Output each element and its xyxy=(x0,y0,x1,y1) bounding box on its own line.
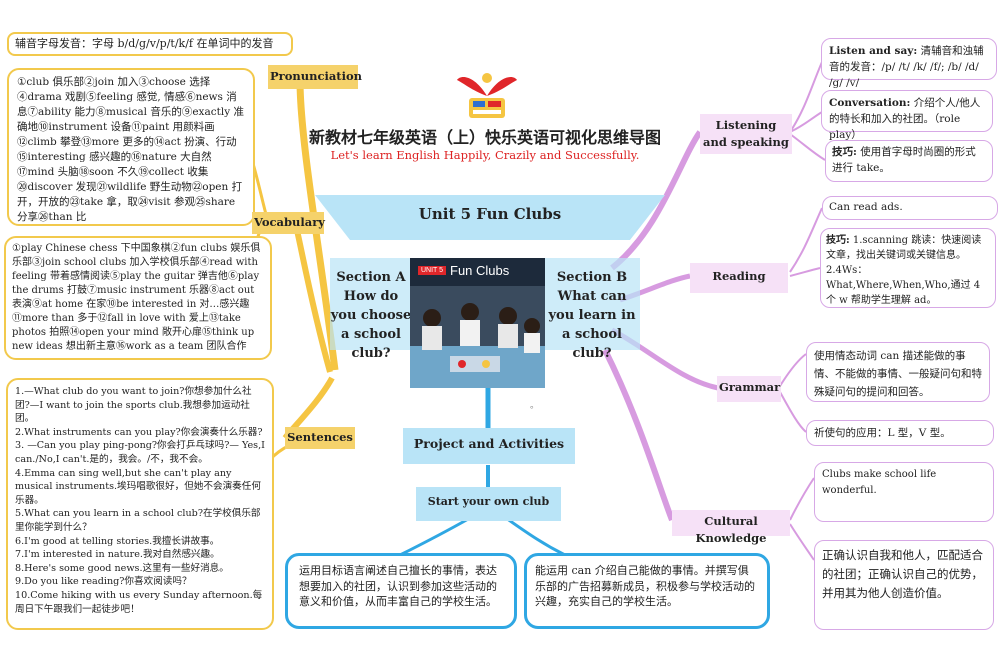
vocab-phrases-box: ①play Chinese chess 下中国象棋②fun clubs 娱乐俱乐… xyxy=(4,236,272,360)
tip1-box: 技巧: 使用首字母时尚圈的形式进行 take。 xyxy=(825,140,993,182)
culture-text-1: Clubs make school life wonderful. xyxy=(822,469,937,496)
sentence-6: 6.I'm good at telling stories.我擅长讲故事。 xyxy=(15,535,220,547)
center-banner-shape xyxy=(315,195,665,240)
branch-ls-sub1 xyxy=(789,61,823,133)
goal-right-text: 能运用 can 介绍自己能做的事情。并撰写俱乐部的广告招募新成员，积极参与学校活… xyxy=(535,564,755,608)
page-subtitle: Let's learn English Happily, Crazily and… xyxy=(300,148,670,164)
consonant-note-text: 辅音字母发音：字母 b/d/g/v/p/t/k/f 在单词中的发音 xyxy=(15,37,274,50)
vocabulary-label: Vocabulary xyxy=(252,212,325,234)
conversation-title: Conversation: xyxy=(829,97,911,109)
sentence-8: 8.Here's some good news.这里有一些好消息。 xyxy=(15,562,229,574)
photo-scene xyxy=(410,286,545,388)
section-b-text: Section B What can you learn in a school… xyxy=(548,270,636,361)
unit-photo: UNIT 5 Fun Clubs xyxy=(410,258,545,388)
goal-left-text: 运用目标语言阐述自己擅长的事情，表达想要加入的社团，认识到参加这些活动的意义和价… xyxy=(299,564,497,608)
sentence-2: 2.What instruments can you play?你会演奏什么乐器… xyxy=(15,426,263,438)
reading-label: Reading xyxy=(690,263,788,293)
branch-ls-sub2 xyxy=(789,111,823,133)
project-label: Project and Activities xyxy=(403,428,575,464)
listening-label-text: Listening and speaking xyxy=(703,118,789,149)
vocab-phrases-text: ①play Chinese chess 下中国象棋②fun clubs 娱乐俱乐… xyxy=(12,243,261,352)
section-a: Section A How do you choose a school clu… xyxy=(330,268,412,361)
page-subtitle-text: Let's learn English Happily, Crazily and… xyxy=(330,148,640,162)
sentence-9: 9.Do you like reading?你喜欢阅读吗？ xyxy=(15,576,192,588)
conversation-box: Conversation: 介绍个人/他人的特长和加入的社团。（role pla… xyxy=(821,90,993,141)
listen-say-title: Listen and say: xyxy=(829,45,918,57)
section-b: Section B What can you learn in a school… xyxy=(546,268,638,361)
branch-ls-sub3 xyxy=(789,133,826,161)
goal-left-box: 运用目标语言阐述自己擅长的事情，表达想要加入的社团，认识到参加这些活动的意义和价… xyxy=(285,553,517,629)
logo-graphic xyxy=(457,73,517,118)
branch-listening xyxy=(610,130,703,271)
grammar-text-2: 祈使句的应用：L 型，V 型。 xyxy=(814,427,951,439)
vocab-words-box: ①club 俱乐部②join 加入③choose 选择④drama 戏剧⑤fee… xyxy=(7,68,255,226)
branch-grammar-sub1 xyxy=(779,353,807,387)
sentence-1: 1.—What club do you want to join?你想参加什么社… xyxy=(15,386,252,425)
sentence-4: 4.Emma can sing well,but she can't play … xyxy=(15,467,261,506)
branch-goal-right xyxy=(505,516,566,557)
pronunciation-label-text: Pronunciation xyxy=(270,69,362,83)
grammar-label-text: Grammar xyxy=(719,380,781,394)
grammar-box-1: 使用情态动词 can 描述能做的事情、不能做的事情、一般疑问句和特殊疑问句的提问… xyxy=(806,342,990,402)
vocab-words-text: ①club 俱乐部②join 加入③choose 选择④drama 戏剧⑤fee… xyxy=(17,76,244,223)
consonant-note: 辅音字母发音：字母 b/d/g/v/p/t/k/f 在单词中的发音 xyxy=(7,32,293,56)
grammar-label: Grammar xyxy=(717,376,781,402)
can-read-box: Can read ads. xyxy=(822,196,998,220)
sentence-5: 5.What can you learn in a school club?在学… xyxy=(15,508,261,533)
sentence-3: 3. —Can you play ping-pong?你会打乒乓球吗?— Yes… xyxy=(15,440,265,465)
grammar-text-1: 使用情态动词 can 描述能做的事情、不能做的事情、一般疑问句和特殊疑问句的提问… xyxy=(814,350,982,398)
listen-say-box: Listen and say: 清辅音和浊辅音的发音：/p/ /t/ /k/ /… xyxy=(821,38,997,89)
branch-culture-sub2 xyxy=(789,523,815,561)
vocabulary-label-text: Vocabulary xyxy=(254,215,325,229)
listen-say-text: 清辅音和浊辅音的发音：/p/ /t/ /k/ /f/; /b/ /d/ /g/ … xyxy=(829,45,984,89)
branch-reading-sub1 xyxy=(789,207,823,273)
culture-label-text: Cultural Knowledge xyxy=(695,514,767,545)
culture-text-2: 正确认识自我和他人，匹配适合的社团；正确认识自己的优势，并用其为他人创造价值。 xyxy=(822,548,983,600)
club-label: Start your own club xyxy=(416,487,561,521)
center-left-wing xyxy=(330,258,420,350)
pronunciation-label: Pronunciation xyxy=(268,65,362,89)
project-label-text: Project and Activities xyxy=(413,436,565,451)
club-label-text: Start your own club xyxy=(427,495,550,508)
unit-title-text: Unit 5 Fun Clubs xyxy=(418,205,562,223)
branch-culture-sub1 xyxy=(789,477,815,521)
branch-grammar-sub2 xyxy=(779,391,807,433)
culture-box-1: Clubs make school life wonderful. xyxy=(814,462,994,522)
photo-unit-badge: UNIT 5 xyxy=(418,266,447,275)
photo-dot-text: 。 xyxy=(530,401,540,411)
branch-goal-left xyxy=(399,516,471,557)
logo xyxy=(455,66,519,122)
listening-label: Listening and speaking xyxy=(700,114,792,154)
photo-banner-title: Fun Clubs xyxy=(450,263,510,278)
page-title: 新教材七年级英语（上）快乐英语可视化思维导图 xyxy=(290,124,680,147)
sentence-10: 10.Come hiking with us every Sunday afte… xyxy=(15,589,263,615)
culture-box-2: 正确认识自我和他人，匹配适合的社团；正确认识自己的优势，并用其为他人创造价值。 xyxy=(814,540,994,630)
tip2-box: 技巧: 1.scanning 跳读：快速阅读文章，找出关键词或关键信息。 2.4… xyxy=(820,228,996,308)
conversation-text: 介绍个人/他人的特长和加入的社团。（role play） xyxy=(829,97,981,141)
grammar-box-2: 祈使句的应用：L 型，V 型。 xyxy=(806,420,994,446)
sentences-label: Sentences xyxy=(285,427,355,449)
branch-pronunciation xyxy=(296,79,339,371)
sentences-box: 1.—What club do you want to join?你想参加什么社… xyxy=(6,378,274,630)
tip2-text2: 2.4Ws：What,Where,When,Who,通过 4 个 w 帮助学生理… xyxy=(826,265,981,306)
culture-label: Cultural Knowledge xyxy=(672,510,790,545)
sentence-7: 7.I'm interested in nature.我对自然感兴趣。 xyxy=(15,549,220,561)
photo-banner: UNIT 5 Fun Clubs xyxy=(410,258,545,286)
branch-culture xyxy=(602,348,675,522)
unit-title: Unit 5 Fun Clubs xyxy=(380,205,600,229)
tip1-text: 使用首字母时尚圈的形式进行 take。 xyxy=(832,146,976,174)
tip2-text1: 1.scanning 跳读：快速阅读文章，找出关键词或关键信息。 xyxy=(826,235,982,261)
tip2-title: 技巧: xyxy=(826,235,850,246)
sentences-label-text: Sentences xyxy=(287,430,353,444)
section-a-text: Section A How do you choose a school clu… xyxy=(330,270,412,361)
photo-dot: 。 xyxy=(530,398,539,411)
reading-label-text: Reading xyxy=(712,269,766,283)
center-right-wing xyxy=(545,258,640,350)
page-title-text: 新教材七年级英语（上）快乐英语可视化思维导图 xyxy=(308,128,661,147)
tip1-title: 技巧: xyxy=(832,146,857,158)
can-read-text: Can read ads. xyxy=(829,201,903,213)
goal-right-box: 能运用 can 介绍自己能做的事情。并撰写俱乐部的广告招募新成员，积极参与学校活… xyxy=(524,553,770,629)
branch-reading-sub2 xyxy=(789,267,821,277)
